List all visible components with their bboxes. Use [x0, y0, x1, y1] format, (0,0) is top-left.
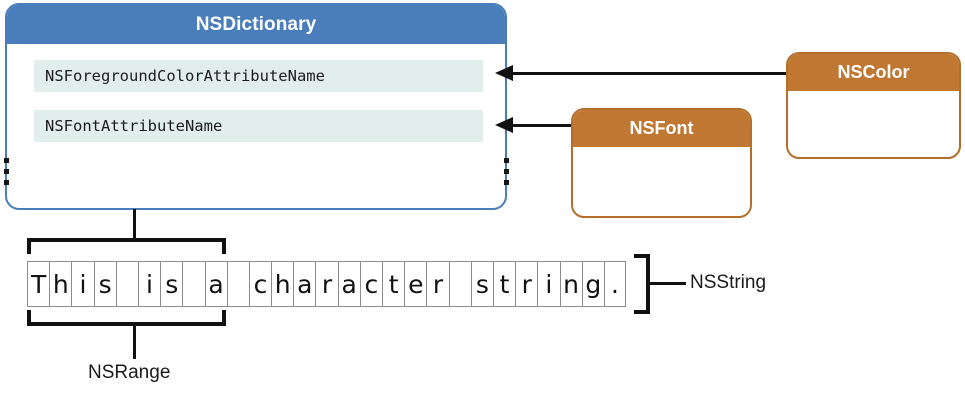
dictionary-row-key: NSForegroundColorAttributeName — [45, 67, 325, 85]
arrow-nsfont-to-font-head-icon — [495, 117, 513, 133]
character-cell: r — [515, 261, 538, 307]
nsstring-leader-line — [650, 282, 686, 285]
character-cell: s — [93, 261, 116, 307]
arrow-nscolor-to-foreground-line — [506, 72, 788, 75]
vertical-ellipsis-icon — [4, 158, 9, 187]
nsstring-bracket-icon — [634, 254, 650, 314]
nsfont-title: NSFont — [573, 110, 750, 147]
character-cell: r — [426, 261, 449, 307]
character-cell: h — [271, 261, 294, 307]
character-cell: c — [359, 261, 382, 307]
character-cell: e — [404, 261, 427, 307]
character-cell: a — [293, 261, 316, 307]
connector-dictionary-to-range — [133, 209, 136, 241]
character-cell: . — [603, 261, 627, 307]
nscolor-box: NSColor — [786, 52, 961, 159]
character-cell: s — [160, 261, 183, 307]
character-cell: t — [492, 261, 516, 307]
character-cell: g — [581, 261, 604, 307]
connector-range-to-label — [133, 325, 136, 359]
dictionary-row-font: NSFontAttributeName — [34, 110, 483, 142]
character-cell: s — [470, 261, 493, 307]
character-cell — [448, 261, 471, 307]
vertical-ellipsis-icon — [504, 158, 509, 187]
character-cell: a — [337, 261, 360, 307]
character-cell — [226, 261, 249, 307]
character-cell: a — [204, 261, 227, 307]
nscolor-title: NSColor — [788, 54, 959, 91]
character-cell: i — [537, 261, 560, 307]
range-bracket-bottom — [27, 310, 226, 326]
nsstring-label: NSString — [690, 272, 767, 293]
dictionary-row-foreground-color: NSForegroundColorAttributeName — [34, 60, 483, 92]
nsdictionary-title: NSDictionary — [7, 5, 505, 44]
nsrange-label: NSRange — [88, 362, 171, 383]
arrow-nscolor-to-foreground-head-icon — [495, 65, 513, 81]
character-cell: h — [49, 261, 72, 307]
character-cell: r — [315, 261, 338, 307]
character-cell: n — [559, 261, 582, 307]
arrow-nsfont-to-font-line — [506, 124, 574, 127]
nsdictionary-box: NSDictionary NSForegroundColorAttributeN… — [5, 3, 507, 210]
character-cell: T — [27, 261, 50, 307]
character-cell: c — [248, 261, 272, 307]
character-cell: i — [137, 261, 161, 307]
dictionary-row-key: NSFontAttributeName — [45, 117, 223, 135]
character-cell — [182, 261, 205, 307]
character-cell: t — [382, 261, 405, 307]
character-cell: i — [71, 261, 94, 307]
range-bracket-top — [27, 238, 226, 254]
character-cell — [115, 261, 138, 307]
nsfont-box: NSFont — [571, 108, 752, 218]
